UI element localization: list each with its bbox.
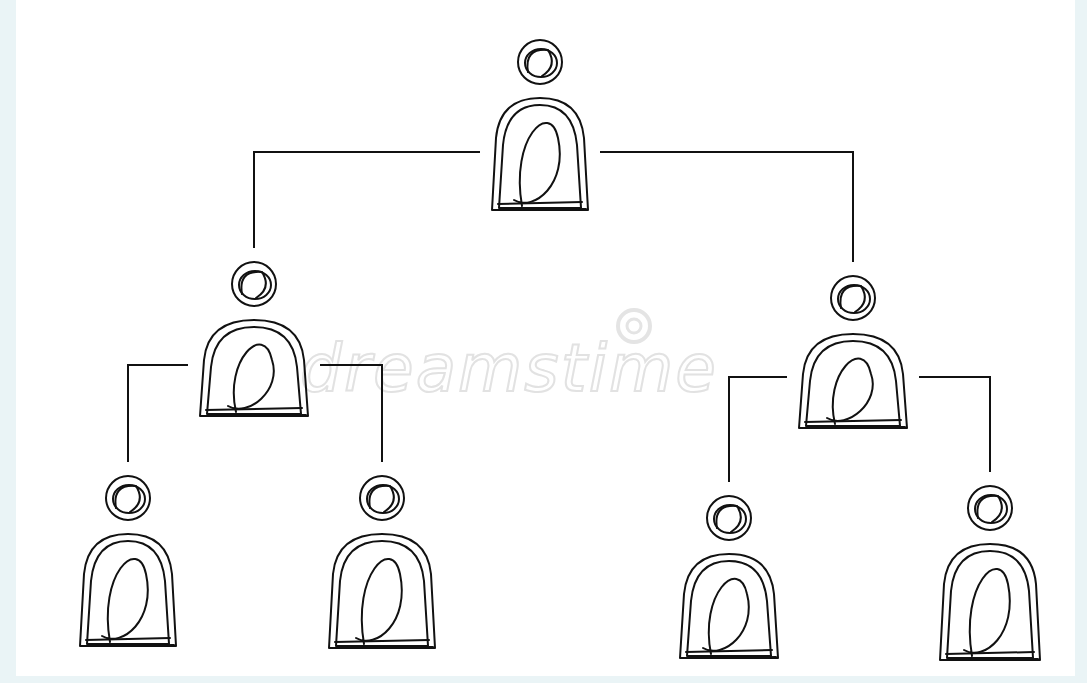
hierarchy-connector <box>729 377 787 482</box>
body-arch-inner <box>947 551 1033 658</box>
head-scribble <box>714 505 746 533</box>
head-circle <box>518 40 562 84</box>
person-figure <box>76 472 180 650</box>
body-arch <box>680 554 778 658</box>
body-baseline <box>84 638 174 646</box>
person-outline <box>196 258 312 420</box>
head-circle <box>232 262 276 306</box>
head-circle <box>968 486 1012 530</box>
person-figure <box>795 272 911 432</box>
hierarchy-connector <box>600 152 853 262</box>
body-baseline <box>204 408 306 416</box>
body-scribble <box>703 579 749 654</box>
head-scribble <box>975 495 1007 523</box>
body-scribble <box>228 345 274 412</box>
head-scribble <box>716 506 740 532</box>
head-scribble <box>239 271 271 299</box>
body-baseline <box>684 650 776 658</box>
hierarchy-connector <box>128 365 188 462</box>
body-scribble <box>964 569 1010 656</box>
hierarchy-connector <box>254 152 480 248</box>
head-circle <box>831 276 875 320</box>
person-outline <box>325 472 439 652</box>
head-scribble <box>525 49 557 77</box>
head-circle <box>360 476 404 520</box>
head-scribble <box>113 485 145 513</box>
person-figure <box>196 258 312 420</box>
body-arch <box>492 98 588 210</box>
head-scribble <box>241 272 265 298</box>
head-scribble <box>367 485 399 513</box>
person-figure <box>936 482 1044 664</box>
person-figure <box>325 472 439 652</box>
body-scribble <box>827 359 873 424</box>
head-scribble <box>840 286 864 312</box>
body-arch <box>200 320 308 416</box>
person-outline <box>488 36 592 214</box>
watermark-text: dreamstime <box>300 330 718 407</box>
head-circle <box>106 476 150 520</box>
body-arch-inner <box>499 105 581 208</box>
body-scribble <box>356 559 402 644</box>
body-arch <box>329 534 435 648</box>
body-arch-inner <box>806 341 900 426</box>
head-scribble <box>838 285 870 313</box>
person-outline <box>795 272 911 432</box>
body-scribble <box>514 123 560 206</box>
body-arch-inner <box>687 561 771 656</box>
body-baseline <box>496 202 586 210</box>
person-figure <box>488 36 592 214</box>
person-figure <box>676 492 782 662</box>
body-baseline <box>333 640 433 648</box>
person-outline <box>76 472 180 650</box>
body-scribble <box>102 559 148 642</box>
body-arch <box>940 544 1040 660</box>
person-outline <box>676 492 782 662</box>
body-baseline <box>803 420 905 428</box>
head-scribble <box>369 486 393 512</box>
hierarchy-connector <box>320 365 382 462</box>
person-outline <box>936 482 1044 664</box>
head-circle <box>707 496 751 540</box>
body-baseline <box>944 652 1038 660</box>
head-scribble <box>527 50 551 76</box>
body-arch-inner <box>336 541 428 646</box>
hierarchy-connector <box>919 377 990 472</box>
head-scribble <box>115 486 139 512</box>
body-arch-inner <box>207 327 301 414</box>
body-arch <box>80 534 176 646</box>
body-arch <box>799 334 907 428</box>
body-arch-inner <box>87 541 169 644</box>
head-scribble <box>977 496 1001 522</box>
